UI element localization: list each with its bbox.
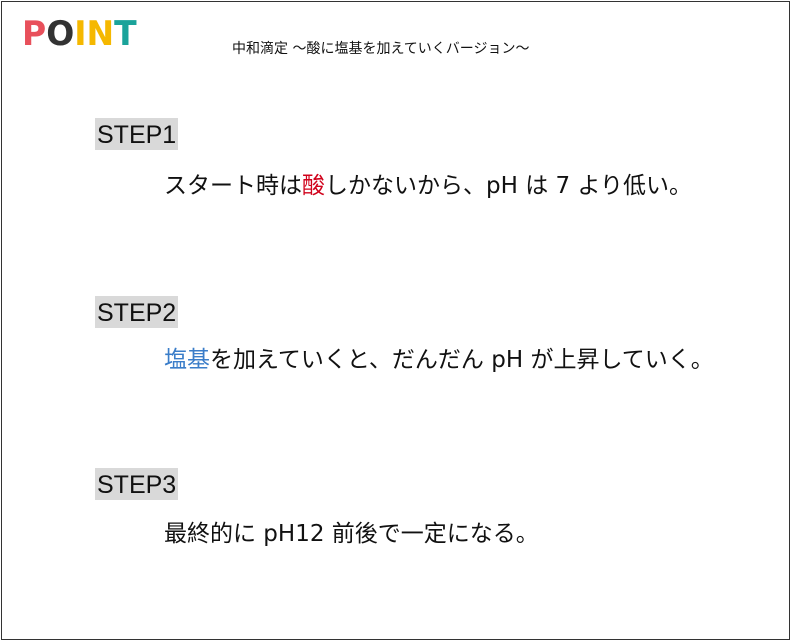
- logo-letter-t: T: [114, 13, 137, 54]
- logo-letter-n: N: [86, 13, 115, 54]
- logo-letter-o: O: [46, 13, 75, 54]
- step1-label: STEP1: [95, 118, 179, 150]
- step1-text-post: しかないから、pH は 7 より低い。: [325, 173, 693, 199]
- page-subtitle: 中和滴定 〜酸に塩基を加えていくバージョン〜: [232, 41, 530, 57]
- point-logo: P O I N T: [22, 14, 137, 54]
- step3-text: 最終的に pH12 前後で一定になる。: [164, 508, 724, 560]
- step1-highlight-acid: 酸: [302, 173, 325, 199]
- logo-letter-p: P: [22, 13, 47, 54]
- step2-text: 塩基を加えていくと、だんだん pH が上昇していく。: [164, 334, 724, 386]
- step2-highlight-base: 塩基: [164, 347, 210, 373]
- step1-text: スタート時は酸しかないから、pH は 7 より低い。: [164, 160, 724, 212]
- step3-text-pre: 最終的に pH12 前後で一定になる。: [164, 521, 539, 547]
- step1-text-pre: スタート時は: [164, 173, 302, 199]
- step3-label: STEP3: [95, 468, 179, 500]
- logo-letter-i: I: [74, 13, 87, 54]
- step2-label: STEP2: [95, 296, 179, 328]
- step2-text-post: を加えていくと、だんだん pH が上昇していく。: [210, 347, 714, 373]
